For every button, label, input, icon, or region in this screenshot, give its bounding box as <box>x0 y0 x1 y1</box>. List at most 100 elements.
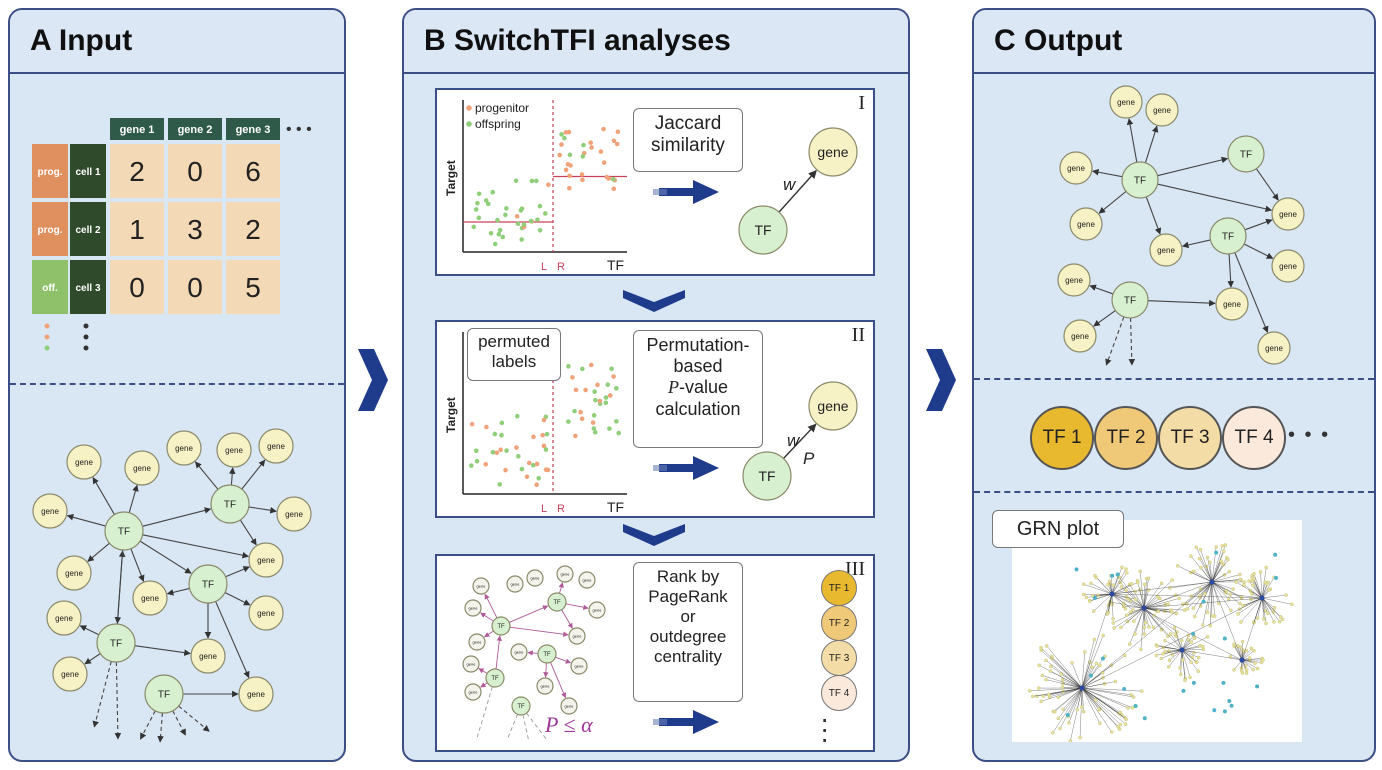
grn-edge <box>1081 687 1132 695</box>
grn-gene-node <box>1189 640 1194 644</box>
gene-node <box>166 430 202 466</box>
gene-node-label: gene <box>817 144 848 160</box>
data-point <box>573 387 579 393</box>
grn-edge <box>1181 649 1191 678</box>
gene-node <box>1059 151 1093 185</box>
edge-arrow <box>495 635 502 670</box>
edge-arrow <box>139 540 192 574</box>
grn-gene-node <box>1170 578 1174 582</box>
gene-node <box>560 697 578 715</box>
split-l: L <box>541 503 547 515</box>
grn-edge <box>1111 593 1243 661</box>
grn-tf-node <box>1201 599 1206 604</box>
grn-gene-node <box>1081 592 1086 597</box>
grn-tf-node <box>1221 680 1226 685</box>
gene-node <box>808 381 858 431</box>
grn-gene-node <box>1239 620 1243 624</box>
grn-edge <box>1089 593 1113 602</box>
grn-gene-node <box>1198 547 1203 552</box>
grn-gene-node <box>1031 694 1035 699</box>
data-point <box>514 214 520 219</box>
grn-gene-node <box>1036 686 1041 690</box>
permutation-line-1: Permutation- <box>646 335 750 355</box>
data-point <box>537 203 543 209</box>
data-point <box>603 395 609 400</box>
chevron-down-icon <box>623 524 685 546</box>
grn-gene-node <box>1123 722 1128 726</box>
data-point <box>605 382 611 387</box>
edge-arrow <box>1089 284 1114 295</box>
tf-node-label: TF <box>491 676 499 682</box>
gene-node-label: gene <box>267 442 285 451</box>
grn-edge <box>1181 645 1200 651</box>
grn-gene-node <box>1179 672 1183 677</box>
ranked-tf: TF 2 <box>1094 406 1158 470</box>
gene-node <box>66 444 102 480</box>
grn-gene-node <box>1100 671 1105 675</box>
grn-gene-node <box>1180 658 1185 662</box>
grn-edge <box>1111 574 1119 595</box>
ranked-tf-small: TF 2 <box>821 605 857 641</box>
grn-edge <box>1209 562 1213 583</box>
grn-gene-node <box>1044 658 1048 663</box>
grn-gene-node <box>1223 543 1228 547</box>
data-point <box>473 207 479 212</box>
tf-node-label: TF <box>754 222 771 238</box>
grn-plot <box>1012 520 1302 742</box>
grn-edge <box>1134 607 1145 635</box>
grn-edge <box>1140 607 1145 650</box>
grn-edge <box>1081 687 1134 698</box>
tf-node-label: TF <box>1124 296 1136 307</box>
grn-tf-node <box>1181 688 1186 693</box>
matrix-value: 2 <box>129 156 145 187</box>
gene-node-label: gene <box>133 464 151 473</box>
gene-node <box>1057 263 1091 297</box>
grn-gene-node <box>1132 619 1136 624</box>
grn-edge <box>1119 577 1145 609</box>
grn-gene-node <box>1166 634 1170 639</box>
grn-gene-node <box>1236 612 1240 616</box>
grn-edge <box>1207 557 1213 583</box>
grn-edge <box>1081 667 1093 689</box>
grn-gene-node <box>1253 661 1257 665</box>
gene-node-label: gene <box>817 398 848 414</box>
grn-gene-node <box>1044 644 1049 648</box>
grn-gene-node <box>1092 637 1097 642</box>
grn-edge <box>1081 687 1142 692</box>
data-point <box>598 149 604 154</box>
edge-arrow <box>1243 243 1274 259</box>
jaccard-callout: Jaccard similarity <box>633 108 743 172</box>
grn-edge <box>1079 687 1083 738</box>
grn-edge <box>1143 607 1171 611</box>
grn-gene-node <box>1101 633 1105 638</box>
cell-type-label <box>32 144 68 198</box>
gene-node-label: gene <box>1153 106 1171 115</box>
grn-edge <box>1236 581 1263 599</box>
grn-gene-node <box>1113 679 1118 684</box>
grn-hub-node <box>1109 591 1115 597</box>
grn-edge <box>1211 581 1229 600</box>
cell-type-label-text: off. <box>42 283 58 294</box>
data-point <box>476 191 482 197</box>
grn-edge <box>1107 593 1113 614</box>
row-ellipsis-dot <box>83 323 89 329</box>
arrow-right-icon <box>659 456 719 480</box>
grn-edge <box>1068 687 1083 717</box>
gene-node-label: gene <box>575 663 585 668</box>
grn-edge <box>1211 579 1241 583</box>
edge-arrow <box>1144 125 1159 163</box>
edge-arrow <box>128 484 139 513</box>
data-point <box>545 467 551 473</box>
data-point <box>566 364 571 369</box>
edge-arrow <box>134 645 191 656</box>
gene-node <box>568 627 586 645</box>
grn-edge <box>1170 633 1183 651</box>
ranked-ellipsis: • • • <box>1288 424 1331 446</box>
grn-edge <box>1261 597 1281 618</box>
grn-edge <box>1129 584 1145 609</box>
matrix-value: 0 <box>187 156 203 187</box>
grn-gene-node <box>1255 616 1260 620</box>
data-point <box>541 417 547 423</box>
grn-edge <box>1211 574 1240 583</box>
panel-input-title: A Input <box>30 24 133 57</box>
